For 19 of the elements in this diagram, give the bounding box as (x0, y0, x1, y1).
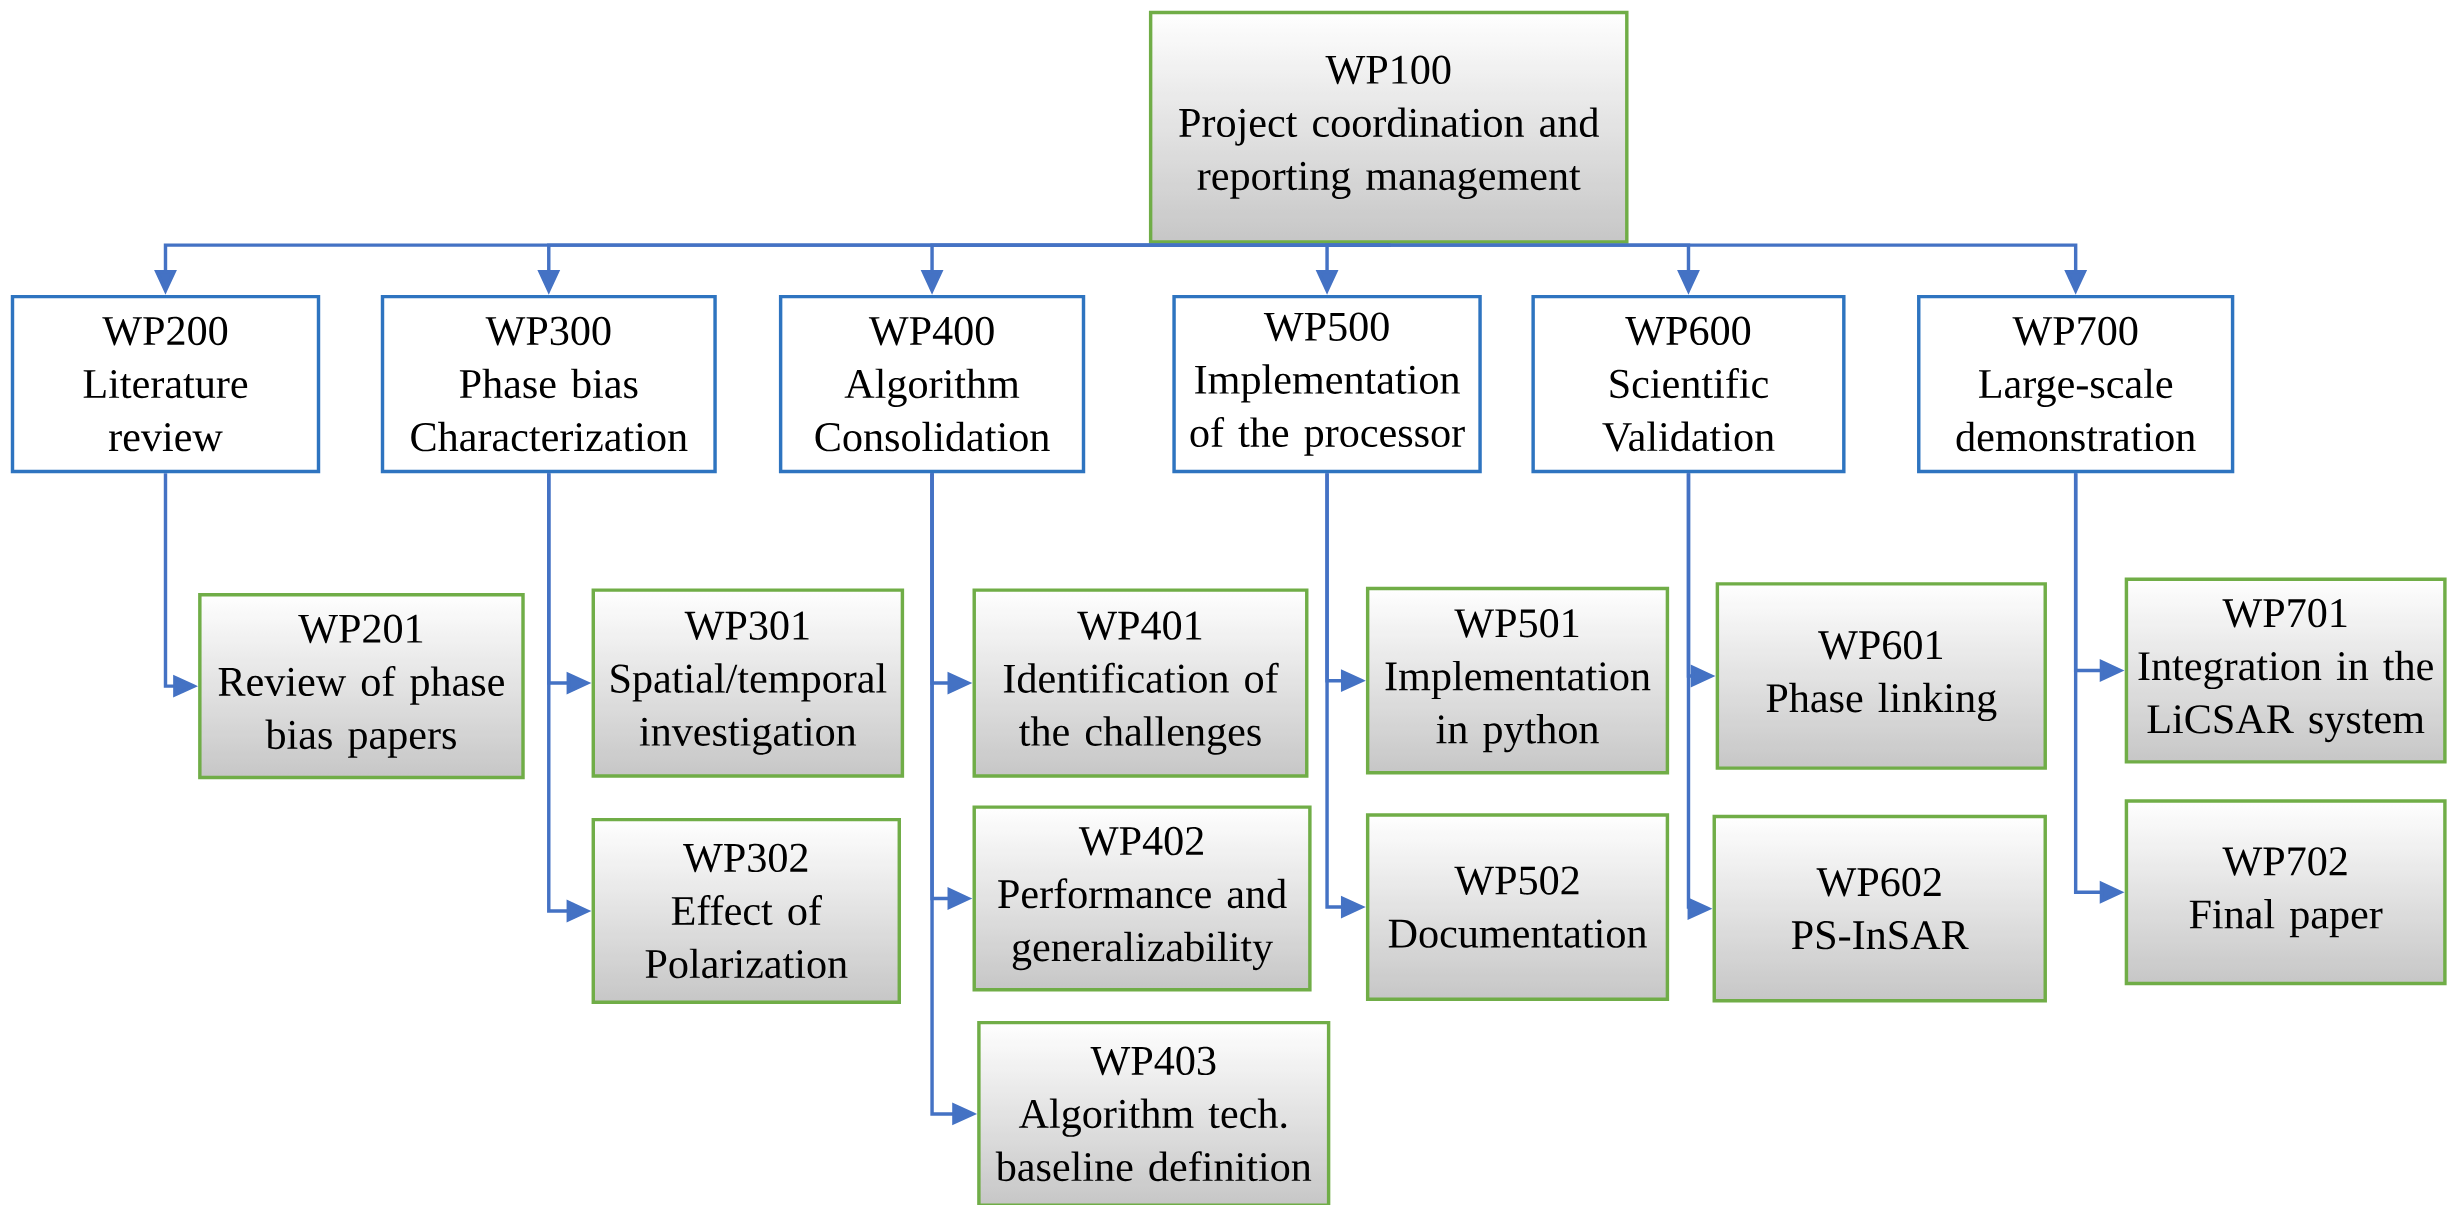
task-box: WP201 Review of phase bias papers (198, 593, 525, 780)
task-box: WP702 Final paper (2124, 799, 2447, 986)
task-box: WP501 Implementation in python (1365, 586, 1670, 775)
coordination-box: WP100 Project coordination and reporting management (1148, 10, 1629, 244)
task-box: WP502 Documentation (1365, 813, 1670, 1001)
task-box: WP302 Effect of Polarization (591, 817, 901, 1004)
work-package-box: WP500 Implementation of the processor (1172, 294, 1482, 474)
work-package-box: WP600 Scientific Validation (1531, 294, 1846, 474)
task-box: WP401 Identification of the challenges (972, 588, 1309, 778)
task-box: WP402 Performance and generalizability (972, 805, 1312, 992)
work-package-box: WP300 Phase bias Characterization (380, 294, 717, 474)
task-box: WP701 Integration in the LiCSAR system (2124, 577, 2447, 764)
task-box: WP301 Spatial/temporal investigation (591, 588, 905, 778)
work-package-box: WP400 Algorithm Consolidation (778, 294, 1086, 474)
task-box: WP601 Phase linking (1715, 582, 2047, 770)
work-package-box: WP200 Literature review (10, 294, 321, 474)
work-package-box: WP700 Large-scale demonstration (1917, 294, 2235, 474)
task-box: WP602 PS-InSAR (1712, 814, 2047, 1003)
task-box: WP403 Algorithm tech. baseline definition (977, 1020, 1331, 1205)
